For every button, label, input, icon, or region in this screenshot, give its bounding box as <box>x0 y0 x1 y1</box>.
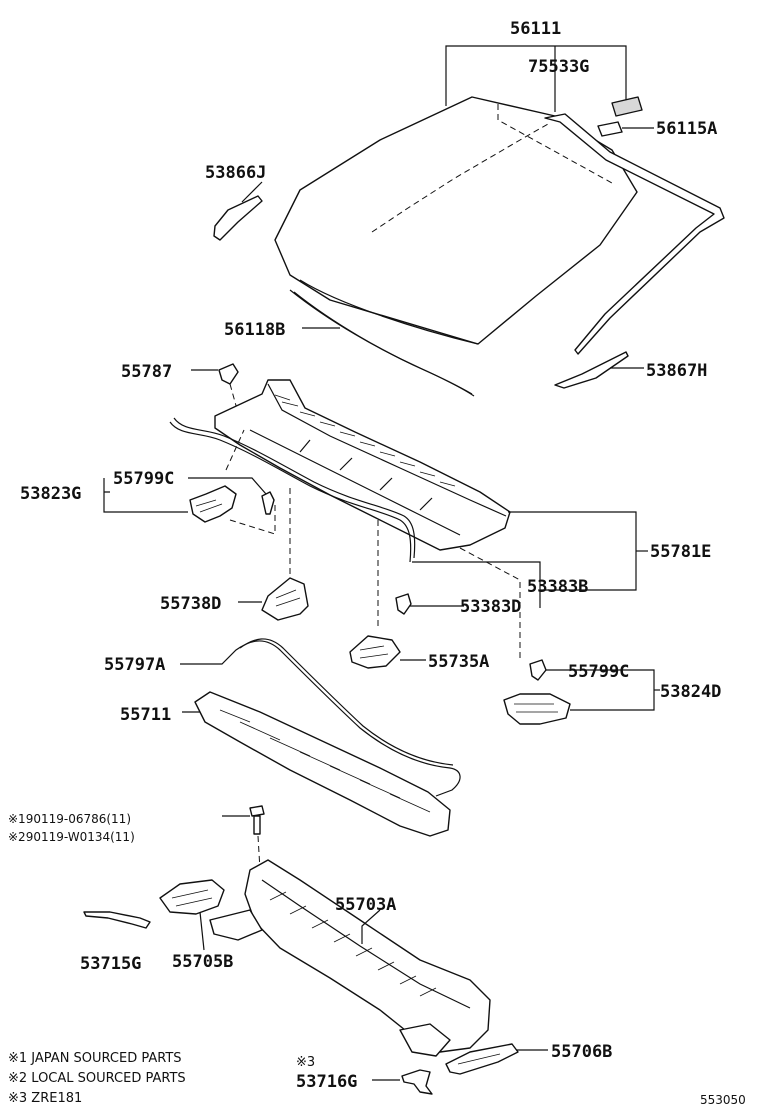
diagram-code: 553050 <box>700 1093 746 1107</box>
weatherstrip-edge <box>173 417 416 559</box>
bracket-55735A <box>349 635 426 669</box>
label-53715G: 53715G <box>80 954 141 974</box>
leader-56111 <box>445 45 627 112</box>
footnote-japan: ※1 JAPAN SOURCED PARTS <box>8 1051 182 1066</box>
cowl-panel-55703A <box>209 859 491 1057</box>
label-note3-mark: ※3 <box>296 1055 315 1070</box>
bracket-53823G <box>103 429 276 535</box>
dashed-to-53824D <box>459 547 521 660</box>
label-56118B: 56118B <box>224 320 285 340</box>
label-55705B: 55705B <box>172 952 233 972</box>
seal-55738D <box>238 577 309 621</box>
label-53824D: 53824D <box>660 682 721 702</box>
footnote-local: ※2 LOCAL SOURCED PARTS <box>8 1071 186 1086</box>
seal-53867H <box>554 351 644 389</box>
label-55799C-right: 55799C <box>568 662 629 682</box>
bracket-53824D <box>503 659 660 725</box>
clip-53383D <box>395 593 464 615</box>
seal-53716G <box>372 1069 433 1095</box>
label-55799C-left: 55799C <box>113 469 174 489</box>
label-53866J: 53866J <box>205 163 266 183</box>
label-55787: 55787 <box>121 362 172 382</box>
label-53823G: 53823G <box>20 484 81 504</box>
label-53867H: 53867H <box>646 361 707 381</box>
bracket-55706B <box>445 1043 548 1075</box>
label-bolt-local: ※290119-W0134(11) <box>8 830 135 844</box>
dashed-reference <box>497 104 613 184</box>
label-55797A: 55797A <box>104 655 165 675</box>
bolt <box>222 805 265 871</box>
cowl-seal-55711 <box>182 691 451 837</box>
label-53383B: 53383B <box>527 577 588 597</box>
cable-55797A-edge <box>239 638 454 766</box>
label-56115A: 56115A <box>656 119 717 139</box>
clip-56115A <box>597 96 654 137</box>
label-55706B: 55706B <box>551 1042 612 1062</box>
footnote-zre181: ※3 ZRE181 <box>8 1091 82 1106</box>
cowl-top-panel <box>214 379 511 551</box>
label-56111: 56111 <box>510 19 561 39</box>
lower-molding-edge <box>293 291 475 397</box>
weatherstrip-53383B <box>169 421 412 563</box>
seal-53866J <box>213 181 263 241</box>
label-53383D: 53383D <box>460 597 521 617</box>
label-53716G: 53716G <box>296 1072 357 1092</box>
label-55781E: 55781E <box>650 542 711 562</box>
label-55703A: 55703A <box>335 895 396 915</box>
seal-53715G <box>83 911 151 929</box>
leader-53383B <box>412 561 541 608</box>
label-55738D: 55738D <box>160 594 221 614</box>
label-55735A: 55735A <box>428 652 489 672</box>
label-55711: 55711 <box>120 705 171 725</box>
label-bolt-japan: ※190119-06786(11) <box>8 812 131 826</box>
windshield-molding <box>544 113 725 355</box>
bracket-55705B <box>159 879 225 951</box>
label-75533G: 75533G <box>528 57 589 77</box>
windshield-glass <box>274 96 638 345</box>
cable-55797A <box>180 640 461 797</box>
